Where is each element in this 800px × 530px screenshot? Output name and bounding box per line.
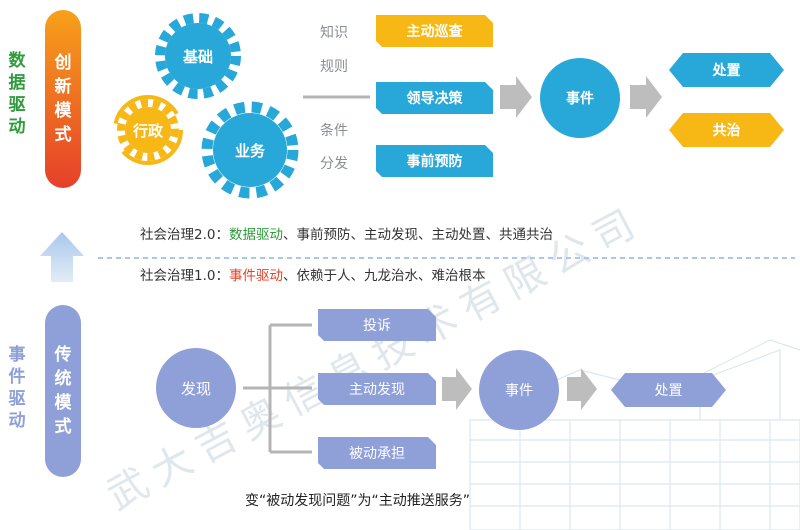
note-knowledge: 知识: [320, 25, 348, 41]
action-prevention-label: 事前预防: [406, 154, 463, 170]
action-decision-label: 领导决策: [406, 91, 463, 107]
discover-node-label: 发现: [180, 379, 211, 398]
channel-active-label: 主动发现: [349, 382, 405, 398]
action-patrol-shape: [376, 15, 493, 47]
branch-bracket: [243, 323, 312, 454]
outcome-cogovern-label: 共治: [712, 123, 741, 139]
traditional-mode-pill: 传统模式: [45, 305, 81, 477]
action-patrol-label: 主动巡查: [406, 24, 463, 40]
note-rules: 规则: [320, 59, 348, 75]
gear-admin-icon: [113, 95, 183, 165]
event-node-top-label: 事件: [566, 91, 594, 107]
gear-basic-icon: [155, 13, 241, 99]
note-dispatch: 分发: [320, 156, 348, 172]
action-decision-shape: [376, 82, 493, 114]
channel-complaint-shape: [318, 309, 436, 341]
innovation-mode-pill: 创新模式: [45, 10, 81, 188]
gear-business-icon: [201, 101, 299, 199]
gear-admin-label: 行政: [132, 121, 163, 140]
summary-line-1-0: 社会治理1.0：事件驱动、依赖于人、九龙治水、难治根本: [140, 268, 486, 284]
arrow-to-outcome-bottom: [567, 368, 597, 410]
event-node-bottom-label: 事件: [505, 383, 533, 399]
gear-business-label: 业务: [234, 141, 265, 160]
channel-active-shape: [318, 373, 436, 405]
event-node-bottom: [479, 350, 559, 430]
arrow-to-outcomes-top: [630, 76, 662, 118]
outcome-dispose-bottom-label: 处置: [654, 383, 683, 399]
side-label-data-driven: 数据驱动: [8, 51, 26, 137]
channel-complaint-label: 投诉: [363, 318, 391, 334]
up-arrow-icon: [40, 232, 84, 282]
discover-node: [156, 348, 236, 428]
gear-basic-label: 基础: [182, 47, 213, 66]
action-prevention-shape: [376, 145, 493, 177]
channel-passive-shape: [318, 437, 436, 469]
outcome-dispose-bottom-shape: [611, 373, 726, 407]
side-label-event-driven: 事件驱动: [8, 345, 26, 431]
outcome-cogovern-shape: [669, 113, 784, 147]
outcome-dispose-shape: [669, 53, 784, 87]
arrow-to-event-top: [500, 76, 532, 118]
channel-passive-label: 被动承担: [349, 446, 405, 462]
outcome-dispose-label: 处置: [712, 63, 741, 79]
event-node-top: [540, 58, 620, 138]
bottom-caption: 变“被动发现问题”为“主动推送服务”: [245, 493, 471, 509]
note-condition: 条件: [320, 123, 348, 139]
arrow-to-event-bottom: [442, 368, 472, 410]
summary-line-2-0: 社会治理2.0：数据驱动、事前预防、主动发现、主动处置、共通共治: [140, 227, 553, 243]
